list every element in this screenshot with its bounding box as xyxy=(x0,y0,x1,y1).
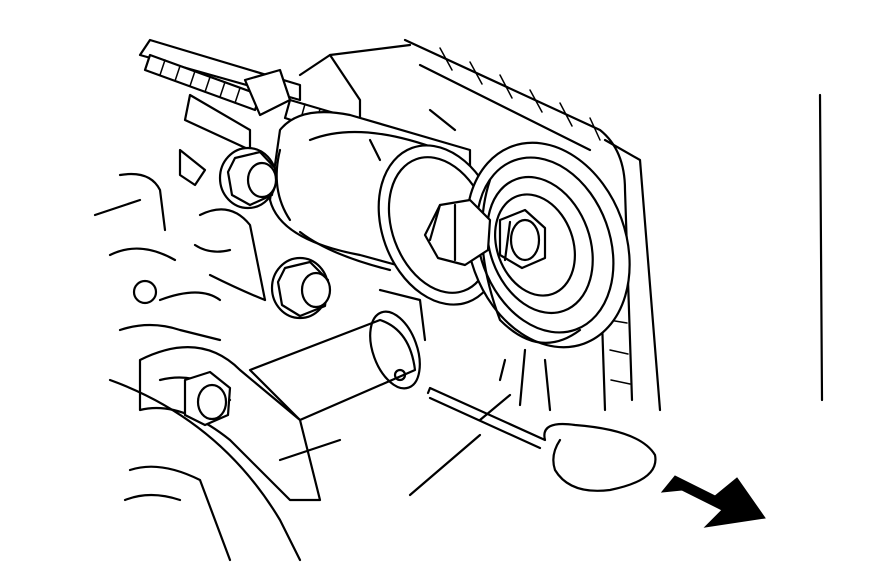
direction-arrow-icon xyxy=(660,475,766,528)
lower-casting xyxy=(108,378,342,562)
tensioner-mounting-bolts xyxy=(218,146,332,320)
engine-casting-outline xyxy=(93,38,824,412)
retaining-pin xyxy=(426,386,657,492)
tensioner-pulley-bolt xyxy=(423,198,547,270)
lower-bracket-bolt xyxy=(183,370,232,427)
tensioner-lower-bracket xyxy=(138,288,427,502)
idler-pulley xyxy=(465,141,631,349)
leader-lines xyxy=(408,348,552,497)
